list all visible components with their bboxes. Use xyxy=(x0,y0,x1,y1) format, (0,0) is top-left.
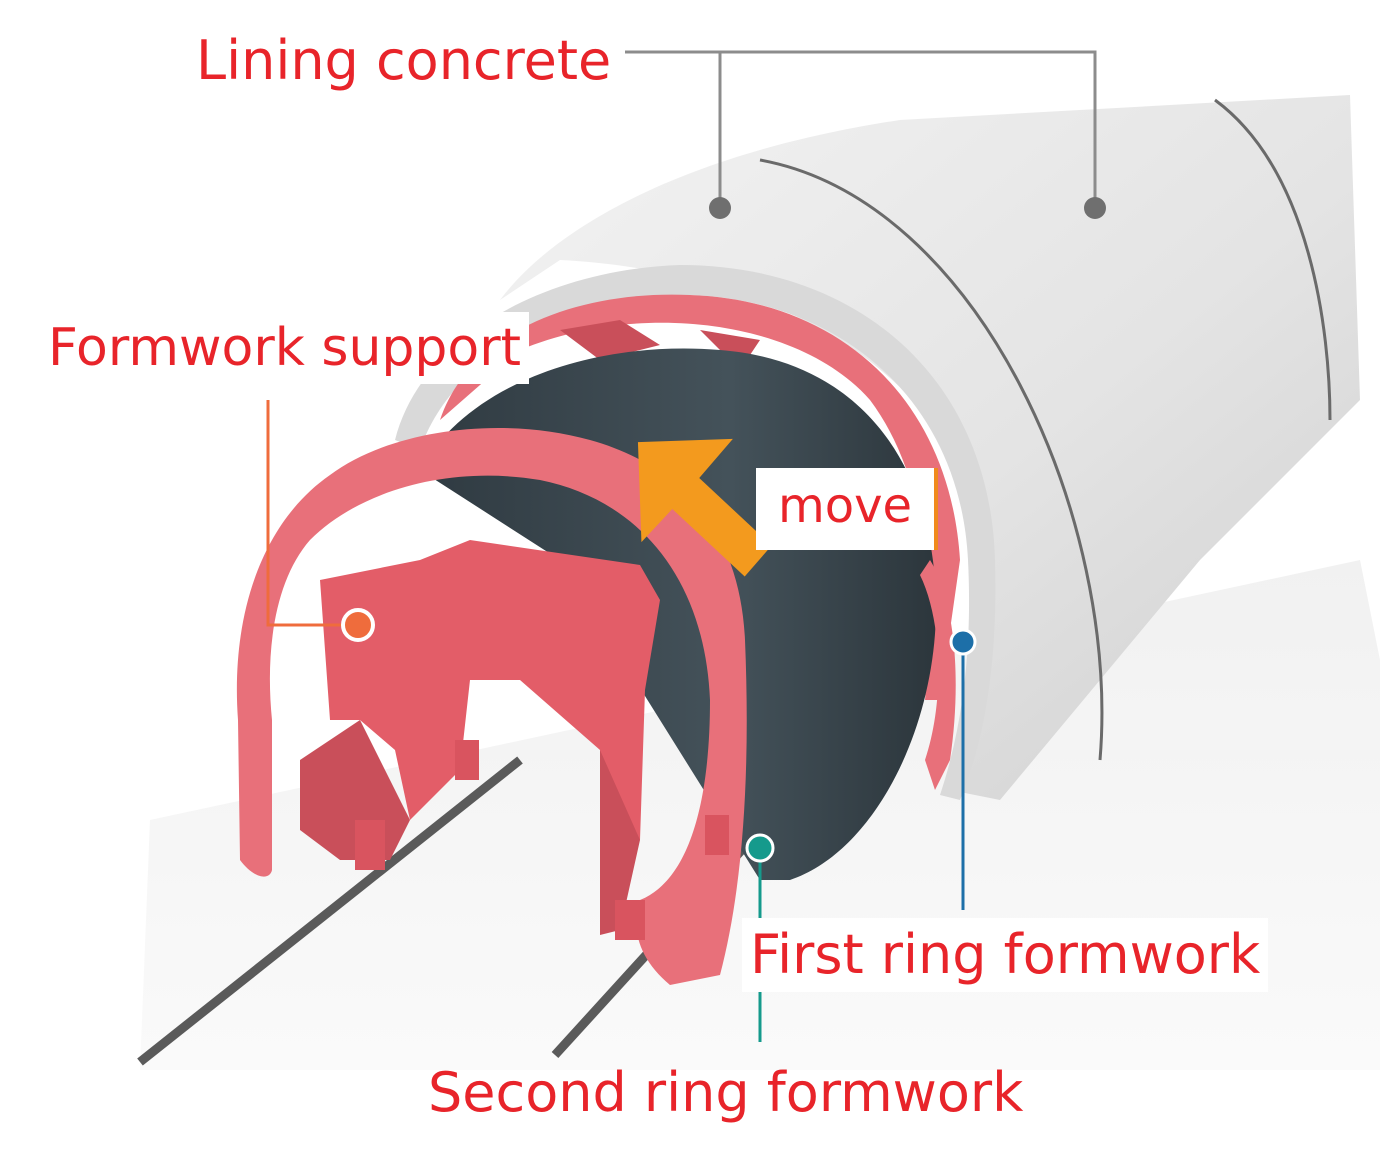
first-ring-formwork-label: First ring formwork xyxy=(742,918,1269,992)
arrow-down-left-icon xyxy=(637,438,772,577)
jack-4 xyxy=(705,815,729,855)
lining-concrete-label: Lining concrete xyxy=(190,30,618,92)
lining-concrete-leader xyxy=(625,50,1097,208)
formwork-ring-back-detail xyxy=(560,320,860,440)
formwork-support-leader xyxy=(266,400,350,627)
lining-concrete-marker-2 xyxy=(1084,197,1106,219)
formwork-support-marker xyxy=(341,608,375,642)
lining-joint-2 xyxy=(1214,98,1332,421)
lining-joint-1 xyxy=(759,158,1104,761)
first-ring-formwork-edge xyxy=(920,560,956,790)
lining-concrete-marker-1 xyxy=(709,197,731,219)
first-ring-marker xyxy=(949,628,977,656)
formwork-support-shadow xyxy=(300,720,640,935)
move-label: move xyxy=(756,468,939,550)
second-ring-marker xyxy=(745,833,775,863)
jack-3 xyxy=(615,900,645,940)
jack-1 xyxy=(355,820,385,870)
rail-left xyxy=(137,756,523,1066)
formwork-support-frame xyxy=(320,540,660,860)
second-ring-formwork-label: Second ring formwork xyxy=(428,1061,1024,1124)
formwork-support-label: Formwork support xyxy=(40,312,530,384)
second-ring-formwork-shell xyxy=(236,427,747,985)
jack-2 xyxy=(455,740,479,780)
